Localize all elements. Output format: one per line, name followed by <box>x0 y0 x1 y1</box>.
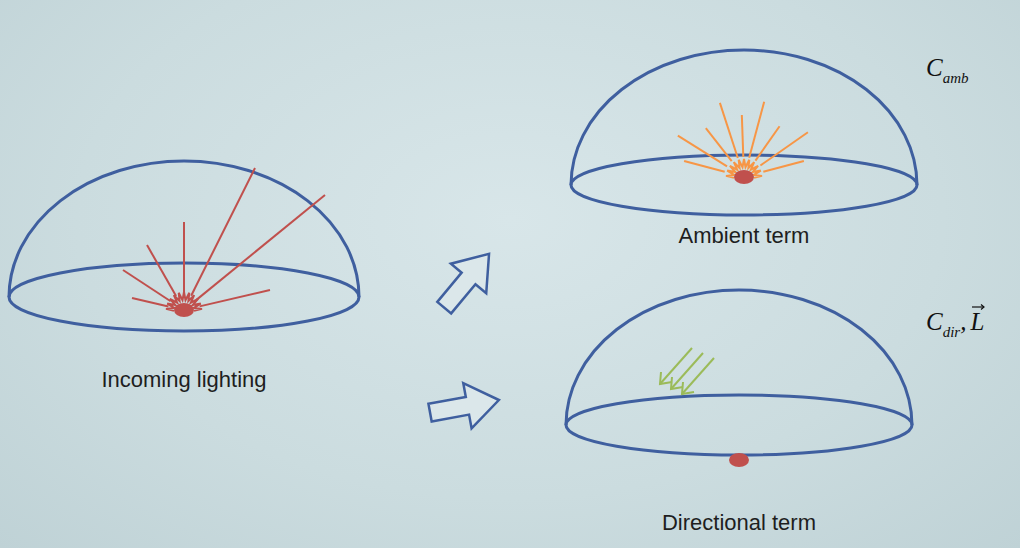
subscript: dir <box>943 324 961 340</box>
hemisphere-panel: Directional term <box>564 288 914 544</box>
panel-caption: Ambient term <box>569 223 919 249</box>
symbol-label: Cdir,L <box>926 308 984 336</box>
panel-caption: Directional term <box>564 510 914 536</box>
hemisphere-outline <box>564 288 914 505</box>
symbol-letter: C <box>926 54 943 81</box>
symbol-label: Camb <box>926 54 969 82</box>
panel-caption: Incoming lighting <box>5 367 363 393</box>
block-arrow <box>427 239 507 322</box>
hemisphere-panel: Incoming lighting <box>5 155 363 407</box>
symbol-letter: L <box>970 308 984 335</box>
subscript: amb <box>943 70 969 86</box>
separator: , <box>960 308 966 335</box>
vector-arrow <box>971 304 985 310</box>
block-arrow <box>426 377 503 435</box>
hemisphere-outline <box>5 155 363 381</box>
symbol-letter: C <box>926 308 943 335</box>
hemisphere-panel: Ambient term <box>569 48 919 270</box>
vector-symbol: L <box>970 308 984 336</box>
